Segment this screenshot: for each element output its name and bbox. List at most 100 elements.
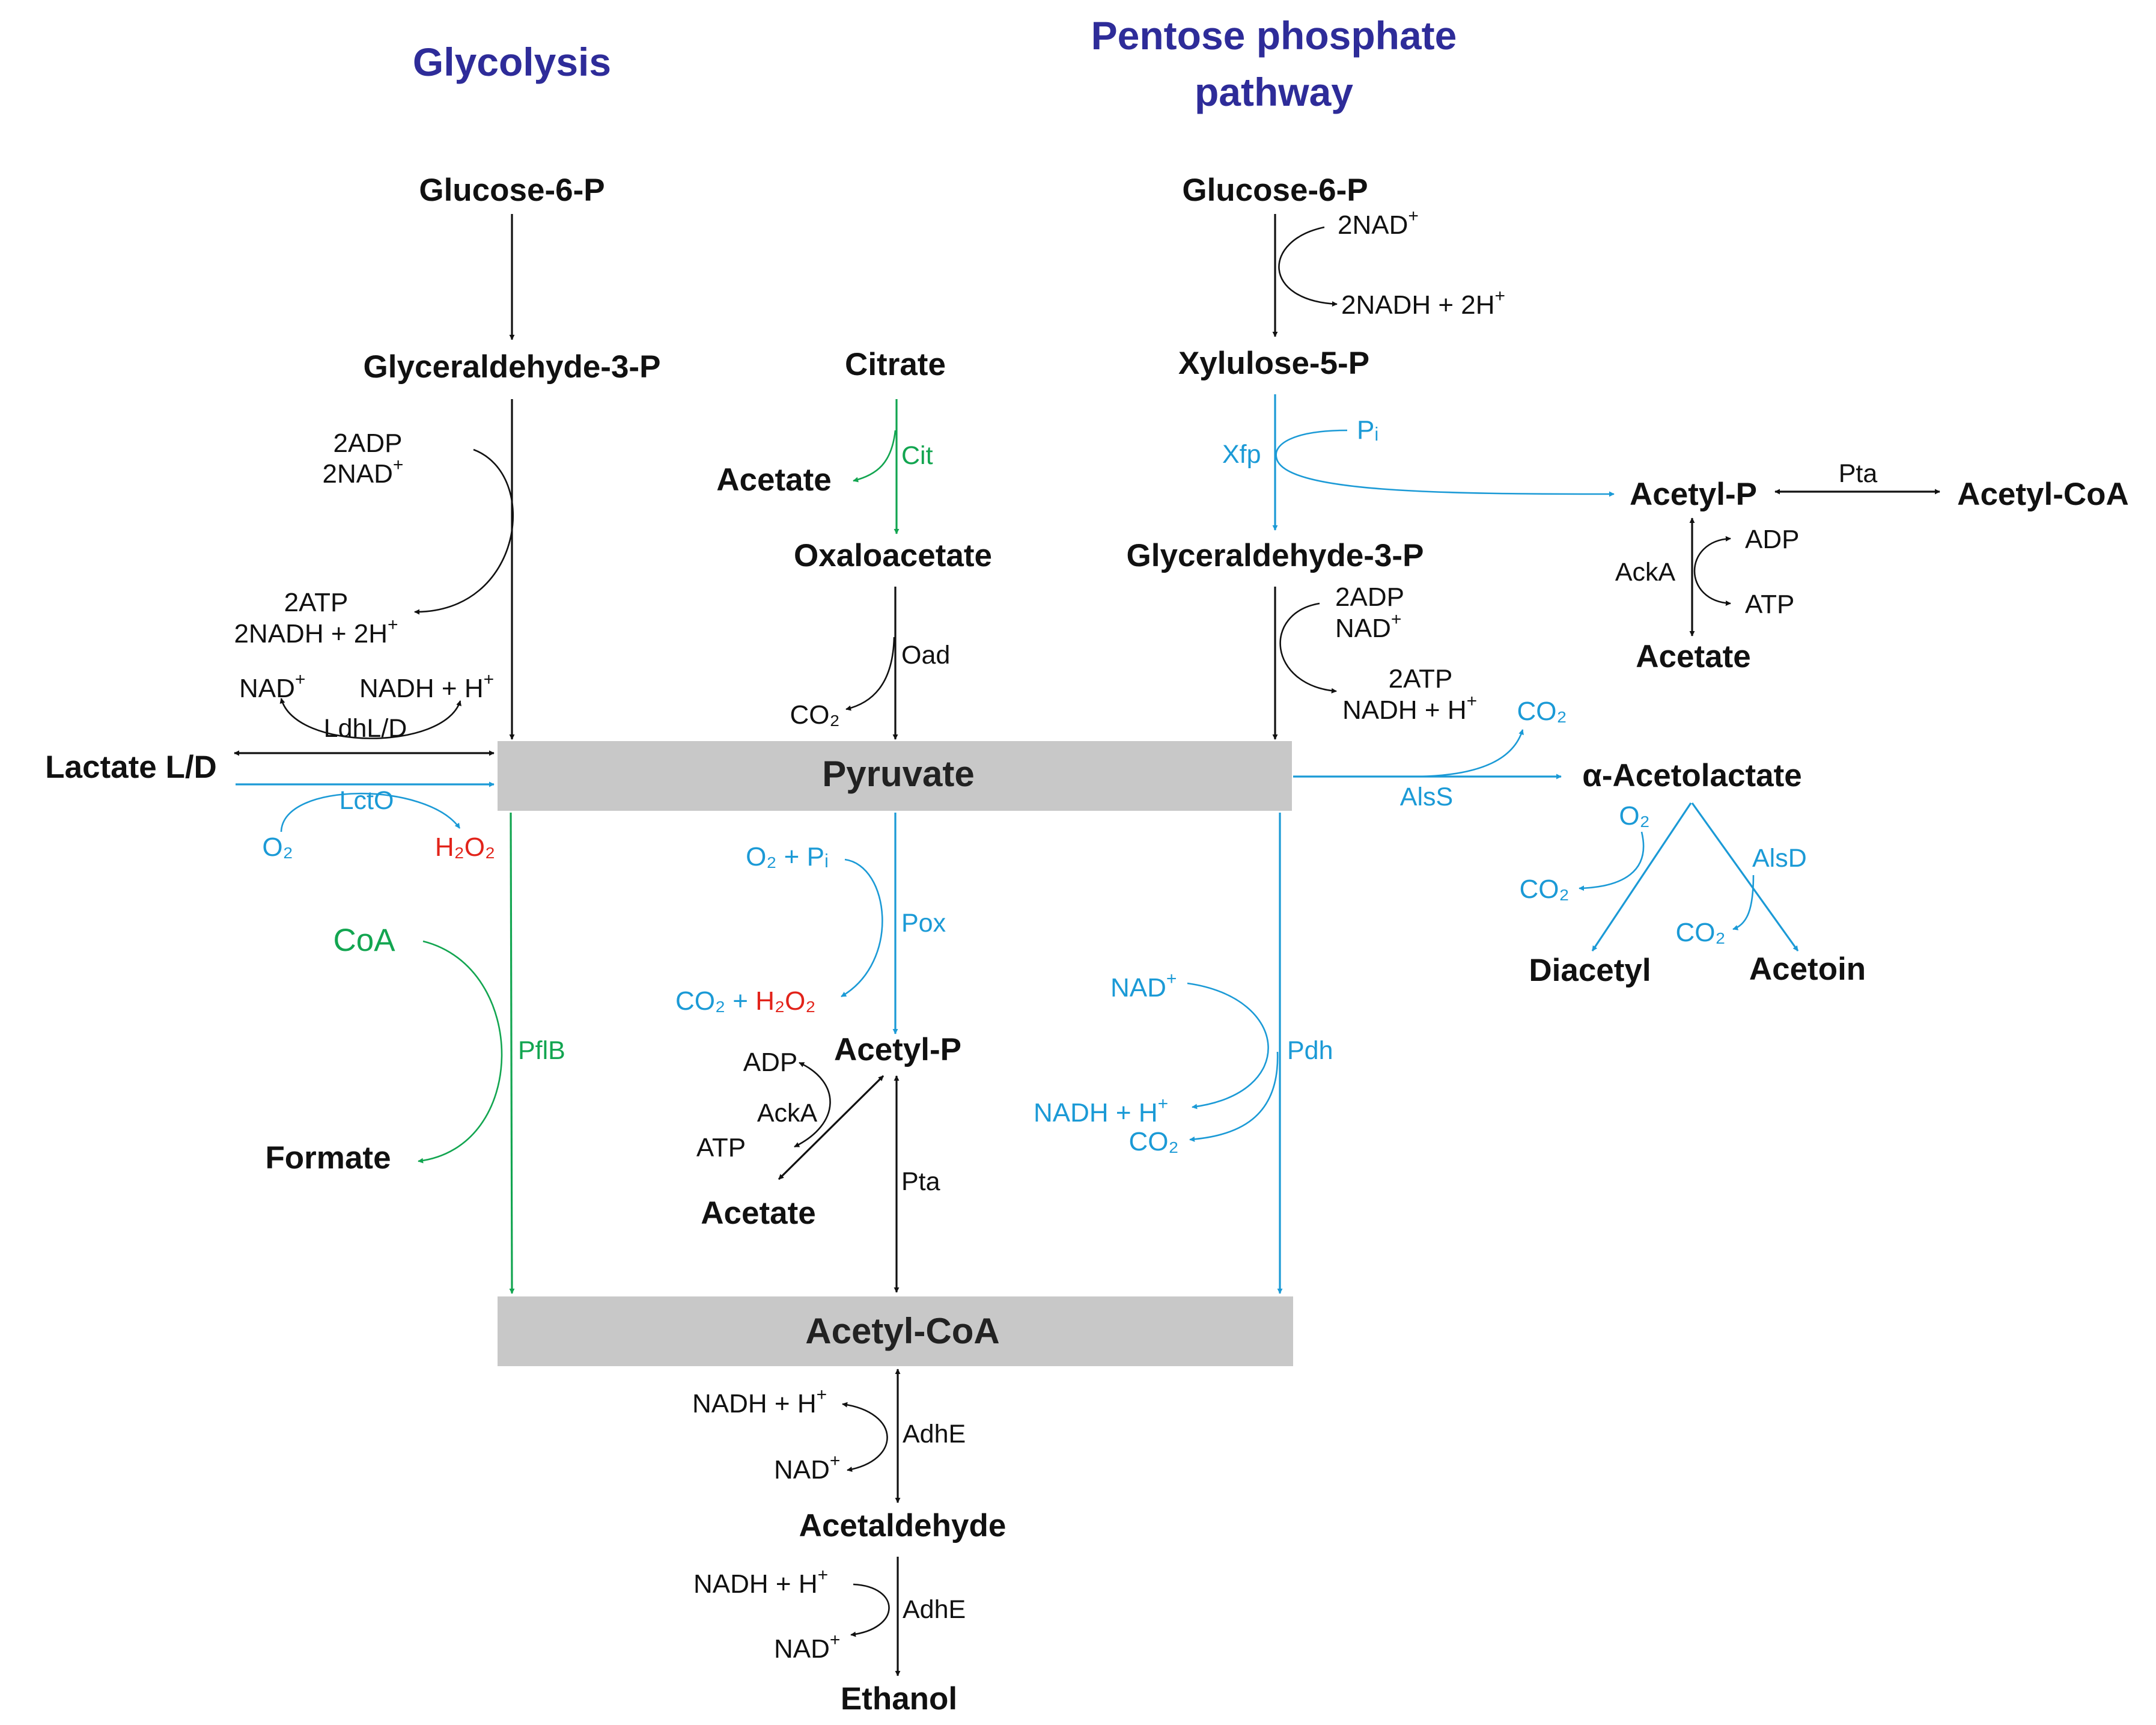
cit-enzyme: Cit bbox=[901, 441, 933, 470]
ethanol: Ethanol bbox=[841, 1681, 957, 1717]
pta-enzyme-right: Pta bbox=[1839, 459, 1878, 488]
pox-enzyme: Pox bbox=[901, 909, 946, 938]
ppp-pi: Pᵢ bbox=[1357, 415, 1378, 445]
acetate-right: Acetate bbox=[1636, 639, 1750, 674]
acka-right-atp: ATP bbox=[1745, 590, 1794, 619]
alpha-acetolactate: α-Acetolactate bbox=[1582, 758, 1801, 793]
oxaloacetate: Oxaloacetate bbox=[794, 538, 992, 573]
acetyl-coa-box bbox=[498, 1296, 1293, 1366]
alsd-enzyme: AlsD bbox=[1752, 844, 1807, 873]
xfp-to-acetylp-arrow bbox=[1275, 456, 1615, 497]
alss-co2-arc bbox=[1418, 729, 1524, 778]
g3pr-nadh: NADH + H+ bbox=[1342, 691, 1477, 725]
lac-o2: O₂ bbox=[262, 832, 293, 862]
lac-nadh: NADH + H+ bbox=[359, 670, 494, 703]
citrate: Citrate bbox=[845, 347, 946, 382]
acetylp-acetate-acka-arrow-mid bbox=[778, 1075, 885, 1180]
al-co2-right: CO₂ bbox=[1675, 918, 1725, 947]
g3pr-2atp: 2ATP bbox=[1389, 664, 1453, 694]
acetaldehyde: Acetaldehyde bbox=[799, 1508, 1006, 1543]
pox-arc bbox=[841, 858, 883, 998]
glyceraldehyde-3-p-right: Glyceraldehyde-3-P bbox=[1127, 538, 1424, 573]
xfp-pi-curve bbox=[1275, 429, 1348, 457]
adhe1-enzyme: AdhE bbox=[903, 1420, 966, 1449]
acetyl-coa-right: Acetyl-CoA bbox=[1957, 477, 2129, 512]
mid-adp: ADP bbox=[743, 1048, 797, 1077]
pyruvate-box bbox=[498, 741, 1292, 811]
glyceraldehyde-3-p-left: Glyceraldehyde-3-P bbox=[364, 349, 661, 385]
acetolactate-to-acetoin-arrow bbox=[1691, 802, 1799, 951]
alsd-co2-arc bbox=[1732, 875, 1755, 930]
lcto-enzyme: LctO bbox=[340, 786, 394, 815]
pdh-co2: CO₂ bbox=[1128, 1127, 1178, 1156]
diacetyl: Diacetyl bbox=[1529, 953, 1651, 988]
glyco-energy-arc bbox=[414, 448, 514, 615]
oad-enzyme: Oad bbox=[901, 641, 950, 670]
acka-mid-arc bbox=[794, 1061, 831, 1148]
adhe1-arc bbox=[842, 1402, 888, 1473]
lac-h2o2: H₂O₂ bbox=[435, 832, 495, 862]
ldh-enzyme: LdhL/D bbox=[324, 714, 407, 743]
pdh-enzyme: Pdh bbox=[1287, 1036, 1333, 1065]
acka-right-adp: ADP bbox=[1745, 525, 1799, 554]
coa-cofactor: CoA bbox=[333, 923, 395, 958]
cit-acetate-arc bbox=[853, 430, 897, 483]
pyruvate-to-acetylcoa-pflb-arrow bbox=[509, 812, 515, 1294]
al-o2-co2-arc bbox=[1579, 831, 1645, 891]
xfp-enzyme: Xfp bbox=[1222, 440, 1261, 469]
pdh-nad: NAD+ bbox=[1110, 969, 1177, 1003]
acetate-mid: Acetate bbox=[701, 1195, 815, 1231]
adhe2-enzyme: AdhE bbox=[903, 1595, 966, 1624]
xylulose-5-p: Xylulose-5-P bbox=[1178, 346, 1369, 381]
glycolysis-header: Glycolysis bbox=[413, 40, 611, 84]
acka-enzyme-mid: AckA bbox=[757, 1099, 818, 1128]
g3pr-2adp: 2ADP bbox=[1335, 582, 1404, 612]
ppp-nad-arc bbox=[1278, 226, 1338, 307]
lac-nad: NAD+ bbox=[239, 670, 305, 703]
adhe2-arc bbox=[850, 1583, 890, 1637]
acetolactate-to-diacetyl-arrow bbox=[1591, 802, 1692, 951]
acetyl-coa-label: Acetyl-CoA bbox=[805, 1311, 999, 1351]
acka-enzyme-right: AckA bbox=[1615, 558, 1676, 587]
adhe2-nadh: NADH + H+ bbox=[693, 1565, 828, 1599]
g3p-right-energy-arc bbox=[1279, 602, 1337, 694]
pentose-header-line2: pathway bbox=[1195, 70, 1353, 114]
ppp-2nad: 2NAD+ bbox=[1338, 206, 1419, 240]
acetoin: Acetoin bbox=[1749, 951, 1866, 987]
acetate-citrate: Acetate bbox=[716, 462, 831, 498]
alss-enzyme: AlsS bbox=[1400, 783, 1453, 811]
adhe2-nad: NAD+ bbox=[774, 1630, 840, 1664]
pdh-co2-arc bbox=[1189, 1051, 1279, 1142]
pentose-header-line1: Pentose phosphate bbox=[1091, 13, 1457, 58]
glyco-2nad: 2NAD+ bbox=[323, 455, 404, 489]
adhe1-nadh: NADH + H+ bbox=[692, 1385, 827, 1418]
pox-co2-h2o2: CO₂ + H₂O₂ bbox=[675, 986, 815, 1016]
glyco-2atp: 2ATP bbox=[284, 588, 349, 617]
als-co2: CO₂ bbox=[1517, 697, 1567, 726]
pdh-nadh: NADH + H+ bbox=[1034, 1094, 1168, 1128]
al-co2-left: CO₂ bbox=[1519, 875, 1569, 904]
pdh-nadh-arc bbox=[1187, 982, 1269, 1110]
glyco-2nadh: 2NADH + 2H+ bbox=[234, 615, 398, 649]
pflb-enzyme: PflB bbox=[518, 1036, 565, 1065]
oad-co2-arc bbox=[845, 637, 895, 711]
glucose-6-p-left: Glucose-6-P bbox=[419, 172, 604, 208]
acetyl-p-right: Acetyl-P bbox=[1630, 477, 1757, 512]
pflb-formate-arc bbox=[418, 940, 503, 1164]
pox-o2-pi: O₂ + Pᵢ bbox=[746, 842, 829, 872]
acetyl-p-mid: Acetyl-P bbox=[834, 1032, 961, 1067]
acka-right-arc bbox=[1693, 536, 1731, 606]
pyruvate-label: Pyruvate bbox=[822, 754, 974, 794]
pta-enzyme-mid: Pta bbox=[901, 1167, 940, 1196]
ldh-cofactor-arc bbox=[279, 698, 461, 739]
formate: Formate bbox=[265, 1140, 391, 1176]
adhe1-nad: NAD+ bbox=[774, 1451, 840, 1485]
lactate-l-d: Lactate L/D bbox=[45, 750, 217, 785]
glyco-2adp: 2ADP bbox=[333, 429, 403, 458]
al-o2: O₂ bbox=[1619, 801, 1649, 831]
oad-co2: CO₂ bbox=[790, 700, 839, 730]
g3pr-nad: NAD+ bbox=[1335, 609, 1401, 643]
lcto-cofactor-arc bbox=[280, 792, 461, 832]
ppp-2nadh: 2NADH + 2H+ bbox=[1341, 286, 1505, 320]
